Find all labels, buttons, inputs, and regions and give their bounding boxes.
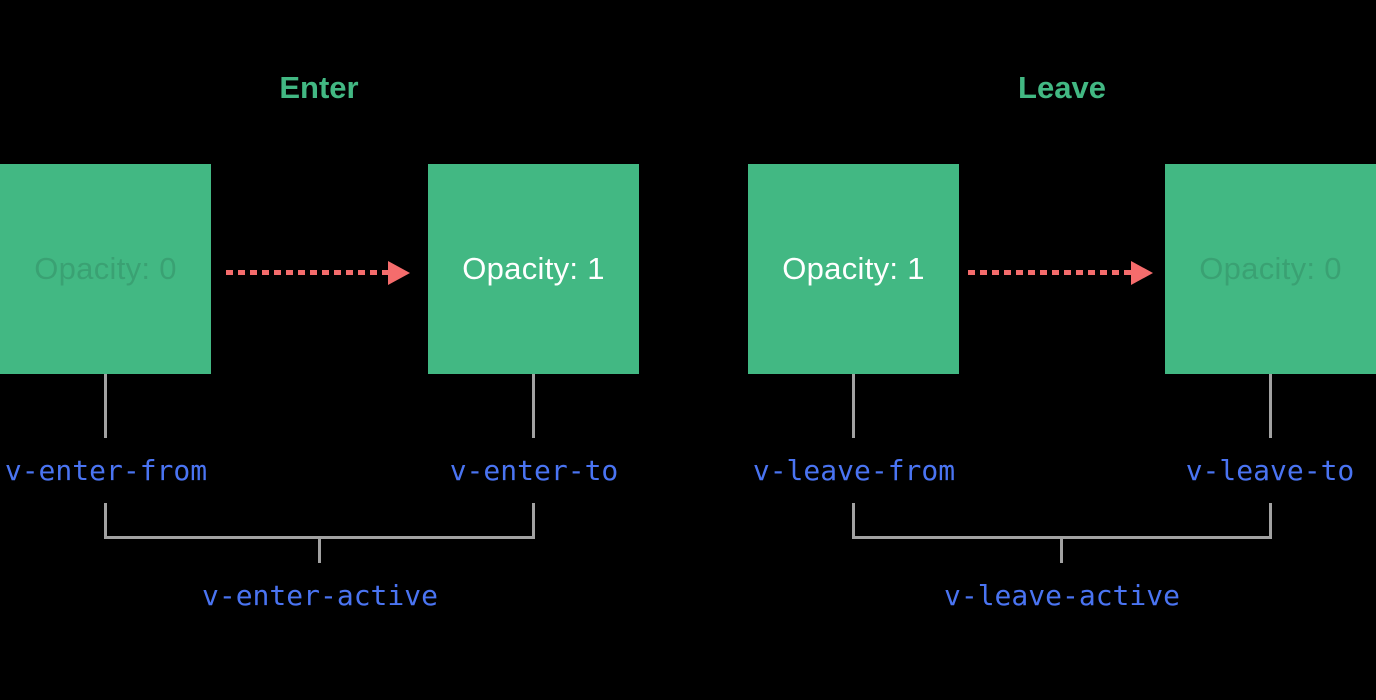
leave-bracket-left-stub: [852, 503, 855, 536]
enter-bracket-right-stub: [532, 503, 535, 536]
leave-to-class-label: v-leave-to: [1185, 454, 1355, 487]
enter-to-class-label: v-enter-to: [449, 454, 619, 487]
leave-from-connector-line: [852, 374, 855, 438]
enter-from-state-box: Opacity: 0: [0, 164, 211, 374]
enter-bracket-center-stub: [318, 536, 321, 563]
leave-bracket-center-stub: [1060, 536, 1063, 563]
leave-to-state-box: Opacity: 0: [1165, 164, 1376, 374]
enter-phase-title: Enter: [279, 70, 359, 105]
leave-arrow-dashed-line: [968, 270, 1132, 275]
enter-from-opacity-label: Opacity: 0: [34, 251, 177, 286]
enter-arrow-head-icon: [388, 261, 410, 285]
leave-from-opacity-label: Opacity: 1: [782, 251, 925, 286]
leave-from-class-label: v-leave-from: [752, 454, 956, 487]
enter-arrow-dashed-line: [226, 270, 389, 275]
leave-to-connector-line: [1269, 374, 1272, 438]
leave-active-class-label: v-leave-active: [943, 579, 1180, 612]
enter-to-opacity-label: Opacity: 1: [462, 251, 605, 286]
leave-arrow-head-icon: [1131, 261, 1153, 285]
enter-from-connector-line: [104, 374, 107, 438]
leave-phase-title: Leave: [1018, 70, 1106, 105]
enter-bracket-left-stub: [104, 503, 107, 536]
leave-from-state-box: Opacity: 1: [748, 164, 959, 374]
enter-to-connector-line: [532, 374, 535, 438]
enter-to-state-box: Opacity: 1: [428, 164, 639, 374]
leave-to-opacity-label: Opacity: 0: [1199, 251, 1342, 286]
enter-from-class-label: v-enter-from: [4, 454, 208, 487]
leave-bracket-right-stub: [1269, 503, 1272, 536]
enter-active-class-label: v-enter-active: [201, 579, 438, 612]
